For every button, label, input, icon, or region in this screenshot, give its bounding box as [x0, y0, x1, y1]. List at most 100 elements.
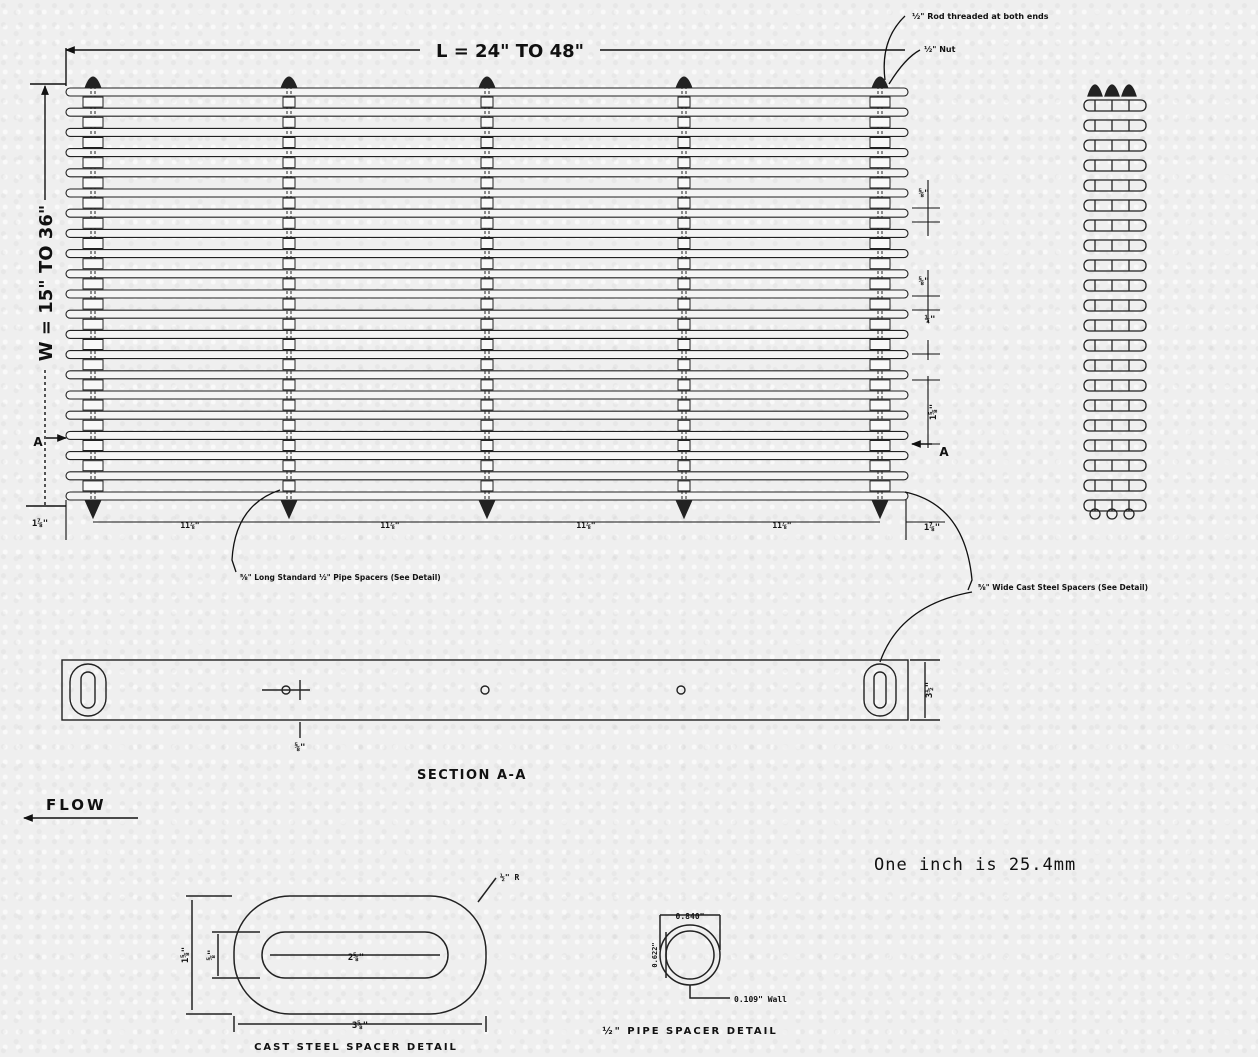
cast-spacer — [82, 278, 104, 290]
spacing-dimension-1: 11⅞" — [180, 520, 199, 530]
rod-nut-top — [871, 76, 889, 89]
pipe-spacer — [480, 278, 494, 290]
end-view-bar-row — [1083, 239, 1147, 252]
cast-spacer — [869, 359, 891, 371]
cast-slot-height-dimension: ⅝" — [206, 950, 217, 961]
bar — [65, 451, 909, 461]
cast-spacer — [869, 116, 891, 128]
cast-spacer — [869, 197, 891, 209]
pipe-spacer — [677, 298, 691, 310]
bar — [65, 289, 909, 299]
rod-nut-bottom — [871, 499, 889, 520]
end-view-bar-row — [1083, 159, 1147, 172]
pipe-spacer — [282, 217, 296, 229]
cast-spacer — [82, 440, 104, 451]
pipe-spacer — [677, 197, 691, 209]
pipe-spacer — [480, 359, 494, 371]
bar — [65, 491, 909, 501]
pipe-spacer-hole — [480, 685, 490, 695]
end-view-nut — [1121, 84, 1137, 97]
bar-pitch-dimension: ⅝" — [919, 276, 930, 287]
cast-spacer — [869, 177, 891, 189]
bar — [65, 350, 909, 360]
bar — [65, 228, 909, 238]
rod-callout: ½" Rod threaded at both ends — [912, 11, 1049, 21]
cast-spacer — [82, 298, 104, 310]
rod-nut-top — [84, 76, 102, 89]
pipe-spacer — [677, 278, 691, 290]
cast-spacer — [82, 238, 104, 249]
pipe-spacer — [480, 399, 494, 411]
conversion-note: One inch is 25.4mm — [874, 855, 1076, 875]
pipe-spacer — [480, 217, 494, 229]
cast-spacer — [869, 238, 891, 249]
pipe-spacer — [677, 116, 691, 128]
end-view-nut — [1104, 84, 1120, 97]
pipe-spacer — [480, 137, 494, 148]
cast-spacer — [82, 197, 104, 209]
end-view-bar-row — [1083, 139, 1147, 152]
pipe-spacer — [282, 318, 296, 330]
pipe-spacer — [282, 157, 296, 169]
bar — [65, 471, 909, 481]
cast-spacer — [82, 480, 104, 492]
pipe-spacer — [677, 379, 691, 391]
bar — [65, 249, 909, 259]
pipe-spacer — [282, 258, 296, 270]
pipe-spacer — [282, 359, 296, 371]
cast-spacer — [869, 419, 891, 431]
pipe-spacer-hole — [676, 685, 686, 695]
pipe-spacer — [677, 359, 691, 371]
pipe-spacer — [480, 157, 494, 169]
section-marks — [46, 434, 932, 448]
pipe-wall-dimension: 0.109" Wall — [734, 995, 787, 1004]
cast-steel-spacer-detail — [186, 877, 497, 1032]
pipe-spacer — [677, 440, 691, 451]
pipe-spacer — [480, 116, 494, 128]
end-view-bar-row — [1083, 379, 1147, 392]
end-view-bar-row — [1083, 199, 1147, 212]
pipe-spacer — [282, 177, 296, 189]
rod-offset-dimension: ⅝" — [295, 742, 306, 753]
pipe-spacer-callout: ⅝" Long Standard ½" Pipe Spacers (See De… — [240, 573, 441, 582]
bar — [65, 370, 909, 380]
pipe-spacer — [282, 419, 296, 431]
pipe-spacer — [282, 460, 296, 472]
cast-spacer — [82, 419, 104, 431]
cast-spacer — [869, 298, 891, 310]
cast-spacer — [869, 460, 891, 472]
cast-spacer — [869, 379, 891, 391]
end-view-bar-row — [1083, 499, 1147, 512]
cast-spacer — [82, 399, 104, 411]
cast-spacer — [82, 460, 104, 472]
cast-spacer — [869, 318, 891, 330]
end-view-bar-row — [1083, 479, 1147, 492]
end-view-bar-row — [1083, 299, 1147, 312]
cast-overall-length-dimension: 3⅝" — [352, 1020, 368, 1031]
pipe-spacer — [677, 217, 691, 229]
cast-spacer-right — [863, 663, 897, 717]
pipe-spacer — [282, 339, 296, 350]
cast-spacer — [869, 339, 891, 350]
pipe-spacer — [282, 399, 296, 411]
bar — [65, 430, 909, 440]
pipe-spacer — [480, 197, 494, 209]
rod-nut-bottom — [84, 499, 102, 520]
bar — [65, 148, 909, 158]
end-view-bar-row — [1083, 259, 1147, 272]
cast-slot-length-dimension: 2⅝" — [348, 952, 364, 963]
pipe-id-dimension: 0.622" — [651, 942, 659, 967]
width-label: W = 15" TO 36" — [36, 205, 57, 361]
pipe-spacer — [480, 339, 494, 350]
cast-spacer — [82, 116, 104, 128]
pipe-spacer — [480, 460, 494, 472]
bar-group — [65, 87, 909, 501]
end-view-bar-row — [1083, 179, 1147, 192]
cast-spacer-left — [69, 663, 107, 717]
cast-spacer — [869, 157, 891, 169]
cast-spacer — [82, 217, 104, 229]
pipe-spacer — [677, 339, 691, 350]
cast-radius-dimension: ½" R — [500, 872, 519, 882]
cast-spacer — [82, 359, 104, 371]
